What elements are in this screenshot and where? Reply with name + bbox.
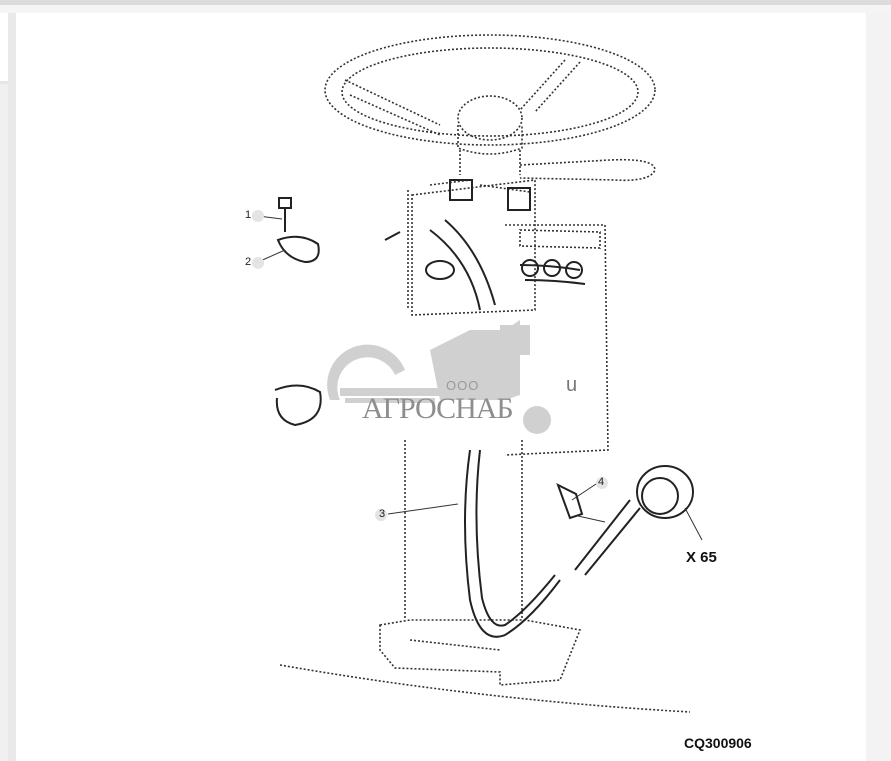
callout-marker-2	[252, 257, 264, 269]
watermark-name: АГРОСНАБ	[362, 392, 514, 425]
watermark-prefix: ООО	[446, 378, 480, 393]
viewer-left-panel	[0, 13, 8, 84]
callout-4-label: 4	[598, 476, 605, 488]
figure-code: CQ300906	[684, 735, 752, 751]
callout-3-label: 3	[379, 508, 386, 520]
callout-2-label: 2	[245, 256, 252, 268]
callout-1-label: 1	[245, 209, 252, 221]
callout-marker-3	[375, 509, 387, 521]
watermark-logo-icon	[327, 320, 551, 434]
viewer-left-gutter	[8, 13, 16, 761]
viewer-right-gutter	[866, 13, 891, 761]
viewer-top-bar	[0, 0, 891, 5]
viewer-top-strip	[0, 5, 891, 13]
callout-marker-4	[596, 477, 608, 489]
stray-glyph: u	[566, 374, 578, 396]
steering-wheel-icon	[324, 34, 656, 155]
callout-marker-1	[252, 210, 264, 222]
connector-label: X 65	[686, 549, 717, 566]
